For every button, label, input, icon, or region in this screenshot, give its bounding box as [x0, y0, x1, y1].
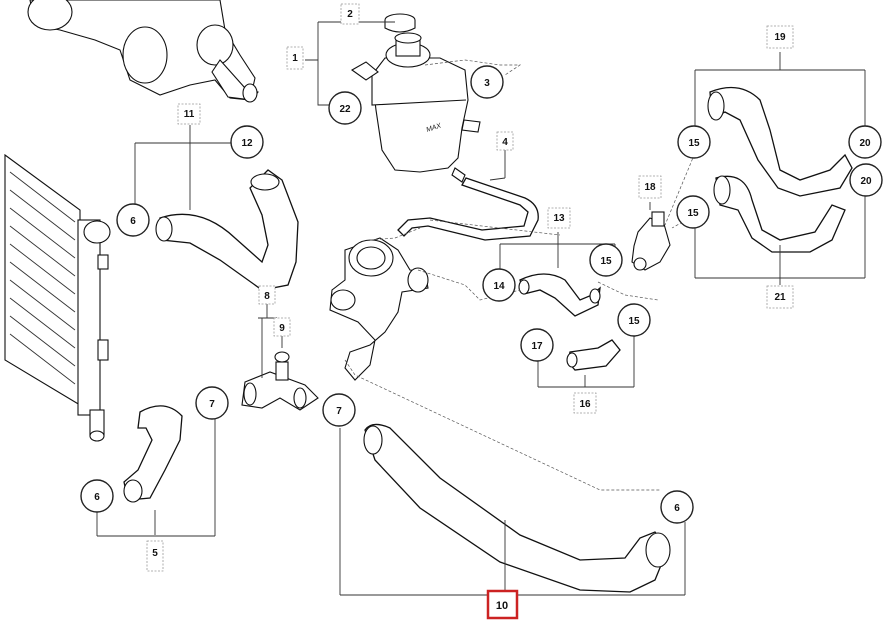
valve-18 [631, 211, 671, 271]
callout-15-lower-label: 15 [628, 316, 640, 327]
callout-7-right-label: 7 [336, 406, 342, 417]
callout-11-label: 11 [184, 109, 195, 120]
callout-17[interactable]: 17 [520, 328, 554, 362]
hose-11 [155, 169, 299, 291]
thermostat-housing [329, 237, 429, 381]
callout-19[interactable]: 19 [766, 25, 794, 49]
water-pump-housing [27, 0, 259, 103]
callout-2[interactable]: 2 [340, 3, 360, 25]
callout-21-label: 21 [774, 292, 786, 303]
callout-15-hose-21[interactable]: 15 [676, 195, 710, 229]
callout-9[interactable]: 9 [273, 317, 291, 337]
expansion-tank: MAX [350, 13, 481, 183]
hose-5 [123, 405, 183, 503]
callout-3[interactable]: 3 [470, 65, 504, 99]
radiator [4, 153, 111, 442]
callout-15-middle[interactable]: 15 [589, 243, 623, 277]
callout-22[interactable]: 22 [328, 91, 362, 125]
callout-7-right[interactable]: 7 [322, 393, 356, 427]
callout-8[interactable]: 8 [258, 285, 276, 305]
hose-19 [707, 86, 853, 197]
callout-7-left-label: 7 [209, 399, 215, 410]
callout-20-upper-label: 20 [859, 138, 871, 149]
callout-5[interactable]: 5 [146, 540, 164, 572]
callout-21[interactable]: 21 [766, 285, 794, 309]
selection-highlight [486, 589, 519, 620]
callout-14-label: 14 [493, 281, 505, 292]
callout-15-hose-21-label: 15 [687, 208, 699, 219]
callout-10-selected[interactable]: 10 [486, 589, 519, 620]
hose-10 [363, 423, 671, 593]
callout-6-left-lower-label: 6 [94, 492, 100, 503]
callout-16-label: 16 [579, 399, 591, 410]
leader-lines [96, 21, 866, 596]
callout-16[interactable]: 16 [573, 392, 597, 414]
callout-14[interactable]: 14 [482, 268, 516, 302]
callout-2-label: 2 [347, 9, 353, 20]
callout-15-hose-19[interactable]: 15 [677, 125, 711, 159]
callout-22-label: 22 [339, 104, 351, 115]
callout-4[interactable]: 4 [496, 131, 514, 151]
callout-20-upper[interactable]: 20 [848, 125, 882, 159]
callout-4-label: 4 [502, 137, 508, 148]
callout-15-lower[interactable]: 15 [617, 303, 651, 337]
callout-13-label: 13 [553, 213, 565, 224]
callout-6-left-lower[interactable]: 6 [80, 479, 114, 513]
callout-13[interactable]: 13 [547, 207, 571, 229]
callout-3-label: 3 [484, 78, 490, 89]
callout-10-label: 10 [496, 600, 508, 612]
callout-6-right[interactable]: 6 [660, 490, 694, 524]
callout-20-lower-label: 20 [860, 176, 872, 187]
callout-11[interactable]: 11 [177, 103, 201, 125]
callout-6-left-upper[interactable]: 6 [116, 203, 150, 237]
callout-12[interactable]: 12 [230, 125, 264, 159]
callout-15-middle-label: 15 [600, 256, 612, 267]
connector-8 [241, 351, 319, 411]
callout-19-label: 19 [774, 32, 786, 43]
callout-1-label: 1 [292, 53, 298, 64]
hose-4 [397, 177, 539, 241]
callout-18-label: 18 [644, 182, 656, 193]
callout-20-lower[interactable]: 20 [849, 163, 883, 197]
hose-21 [713, 175, 846, 253]
hose-16 [566, 339, 621, 371]
callout-7-left[interactable]: 7 [195, 386, 229, 420]
hose-13 [518, 273, 601, 317]
callout-18[interactable]: 18 [638, 175, 662, 199]
callout-12-label: 12 [241, 138, 253, 149]
callout-9-label: 9 [279, 323, 285, 334]
callout-6-left-upper-label: 6 [130, 216, 136, 227]
reservoir-max-marking: MAX [425, 122, 442, 133]
callout-5-label: 5 [152, 548, 158, 559]
callout-17-label: 17 [531, 341, 543, 352]
callout-8-label: 8 [264, 291, 270, 302]
callout-6-right-label: 6 [674, 503, 680, 514]
callout-15-hose-19-label: 15 [688, 138, 700, 149]
callout-1[interactable]: 1 [286, 46, 304, 70]
